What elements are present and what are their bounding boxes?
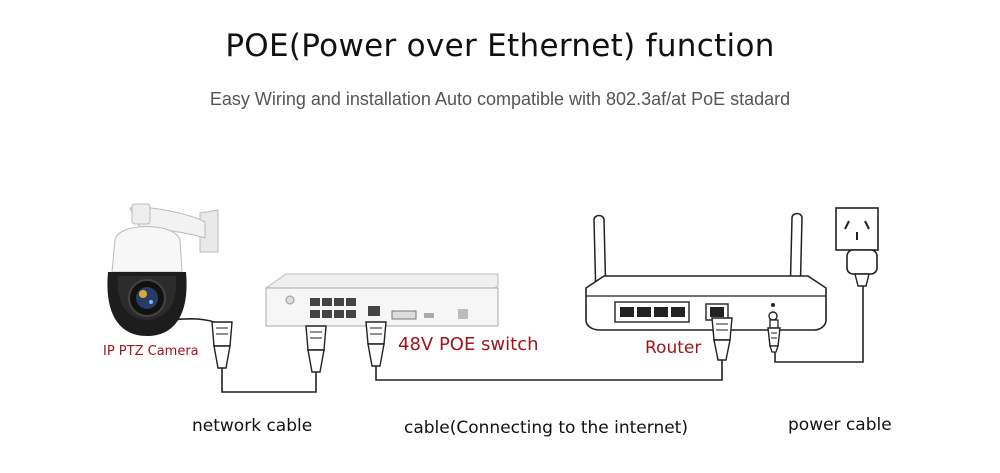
power-cable-line [774, 285, 864, 363]
poe-switch-icon [264, 273, 499, 327]
page-subtitle: Easy Wiring and installation Auto compat… [209, 89, 791, 109]
page-title: POE(Power over Ethernet) function [225, 28, 775, 64]
wall-outlet-icon [835, 207, 879, 251]
internet-cable-line [375, 360, 723, 381]
router-icon [585, 212, 827, 331]
router-rj45-plug-icon [711, 317, 733, 361]
dc-power-plug-icon [767, 319, 781, 353]
camera-rj45-plug-icon [211, 321, 233, 369]
internet-cable-label: cable(Connecting to the internet) [404, 418, 688, 438]
network-cable-label: network cable [192, 416, 313, 436]
power-adapter-icon [846, 249, 878, 287]
camera-label: IP PTZ Camera [103, 344, 199, 359]
power-cable-label: power cable [788, 415, 892, 435]
switch-uplink-rj45-plug-icon [365, 321, 387, 367]
switch-label: 48V POE switch [398, 334, 539, 355]
switch-rj45-plug-icon [305, 325, 327, 373]
ip-ptz-camera-icon [107, 203, 219, 336]
router-label: Router [645, 338, 702, 358]
network-cable-line [221, 368, 317, 393]
